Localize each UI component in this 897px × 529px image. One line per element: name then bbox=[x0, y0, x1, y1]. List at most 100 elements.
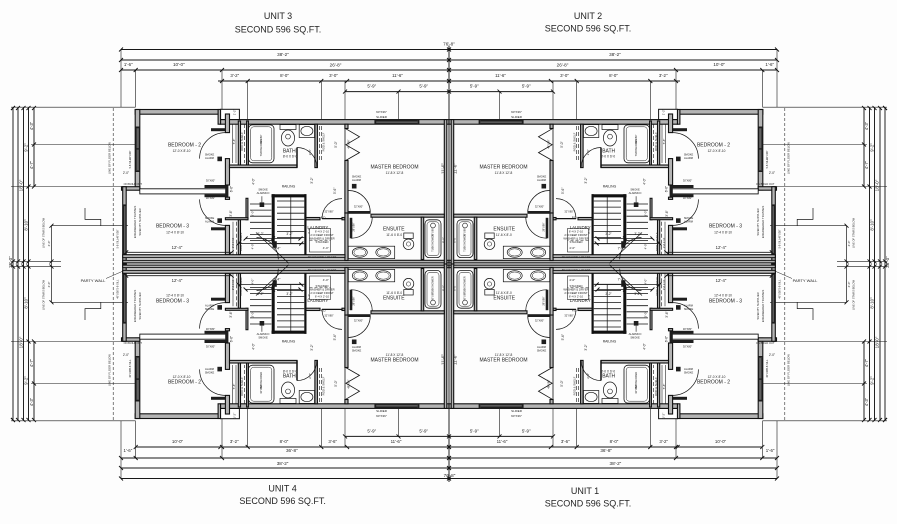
svg-text:10'-0": 10'-0" bbox=[713, 62, 725, 67]
svg-text:TUB/SHOWER: TUB/SHOWER bbox=[634, 372, 638, 390]
svg-text:2'-0": 2'-0" bbox=[769, 171, 775, 175]
svg-text:3'-2": 3'-2" bbox=[659, 73, 668, 78]
svg-text:3'-6": 3'-6" bbox=[328, 439, 337, 444]
svg-text:4'-7": 4'-7" bbox=[29, 160, 34, 169]
svg-text:11'-8 X 12'-8: 11'-8 X 12'-8 bbox=[386, 353, 404, 357]
svg-text:SLIDER: SLIDER bbox=[376, 115, 388, 119]
svg-text:1'-6": 1'-6" bbox=[124, 448, 133, 453]
svg-text:40"X36": 40"X36" bbox=[778, 229, 782, 238]
svg-text:30"X60": 30"X60" bbox=[430, 227, 434, 236]
svg-text:12'-4 X 8'-10: 12'-4 X 8'-10 bbox=[166, 230, 184, 234]
svg-text:38'-2": 38'-2" bbox=[610, 461, 622, 466]
svg-text:LINE OF STAIRS BELOW: LINE OF STAIRS BELOW bbox=[42, 217, 46, 248]
svg-text:SMOKE: SMOKE bbox=[205, 152, 215, 156]
svg-text:LAUNDRY: LAUNDRY bbox=[570, 298, 591, 303]
svg-text:SMOKE: SMOKE bbox=[537, 175, 547, 179]
svg-text:3'-2": 3'-2" bbox=[584, 177, 588, 183]
svg-text:36'-8": 36'-8" bbox=[600, 448, 612, 453]
svg-text:LINE OF FLOOR BELOW: LINE OF FLOOR BELOW bbox=[108, 142, 112, 175]
svg-text:8'-0": 8'-0" bbox=[453, 237, 457, 243]
svg-text:5-8 SILL: 5-8 SILL bbox=[765, 158, 769, 168]
svg-text:8'-10": 8'-10" bbox=[870, 297, 875, 309]
svg-text:12'-0 X 8'-10: 12'-0 X 8'-10 bbox=[173, 149, 191, 153]
svg-text:11'-0": 11'-0" bbox=[453, 163, 458, 174]
svg-text:30"X80": 30"X80" bbox=[206, 179, 215, 183]
svg-text:5'-0": 5'-0" bbox=[334, 380, 338, 386]
svg-text:ENSUITE: ENSUITE bbox=[383, 296, 405, 302]
svg-text:ALARM: ALARM bbox=[352, 345, 361, 349]
svg-text:LINE OF STAIRS BELOW: LINE OF STAIRS BELOW bbox=[852, 279, 856, 310]
svg-text:LINE OF STAIRS BELOW: LINE OF STAIRS BELOW bbox=[852, 217, 856, 248]
svg-text:30"X60": 30"X60" bbox=[259, 384, 263, 393]
svg-text:3'-6": 3'-6" bbox=[229, 210, 233, 216]
svg-text:30"X80": 30"X80" bbox=[683, 179, 692, 183]
svg-text:SECOND 596 SQ.FT.: SECOND 596 SQ.FT. bbox=[545, 24, 632, 34]
svg-text:40"X36": 40"X36" bbox=[765, 368, 769, 377]
svg-text:11'-0": 11'-0" bbox=[453, 354, 458, 365]
svg-text:11'-8 X 12'-8: 11'-8 X 12'-8 bbox=[386, 171, 404, 175]
svg-text:30"X80": 30"X80" bbox=[206, 196, 215, 200]
svg-text:8'-0 X 6'-0: 8'-0 X 6'-0 bbox=[601, 155, 616, 159]
svg-text:SMOKE: SMOKE bbox=[537, 349, 547, 353]
svg-text:ON BUILD OUT: ON BUILD OUT bbox=[756, 341, 775, 345]
svg-text:12'-4": 12'-4" bbox=[716, 245, 727, 250]
svg-text:MASTER BEDROOM: MASTER BEDROOM bbox=[479, 358, 527, 364]
svg-text:6'-6": 6'-6" bbox=[665, 336, 669, 342]
svg-text:4'-0": 4'-0" bbox=[569, 246, 575, 250]
svg-text:ALARM: ALARM bbox=[684, 367, 693, 371]
svg-text:36'-8": 36'-8" bbox=[286, 448, 298, 453]
svg-text:ROD & SHELF: ROD & SHELF bbox=[654, 377, 658, 396]
svg-text:ALARM: ALARM bbox=[684, 304, 693, 308]
svg-text:ENGINEERED TRUSSES: ENGINEERED TRUSSES bbox=[761, 206, 765, 239]
svg-text:STACKED: STACKED bbox=[569, 240, 582, 244]
svg-text:1'-2": 1'-2" bbox=[662, 413, 666, 419]
svg-text:60"X36": 60"X36" bbox=[376, 414, 387, 418]
svg-text:5'-8": 5'-8" bbox=[232, 384, 236, 390]
svg-text:SIZED BY SUPPLIER: SIZED BY SUPPLIER bbox=[756, 292, 760, 319]
svg-text:3'-2": 3'-2" bbox=[584, 344, 588, 350]
svg-text:2'-6": 2'-6" bbox=[586, 149, 590, 155]
svg-text:ALARM: ALARM bbox=[537, 345, 546, 349]
svg-text:10'-0": 10'-0" bbox=[715, 439, 727, 444]
svg-text:3'-2": 3'-2" bbox=[310, 177, 314, 183]
svg-text:MASTER BEDROOM: MASTER BEDROOM bbox=[370, 358, 418, 364]
svg-text:6'-6": 6'-6" bbox=[665, 186, 669, 192]
svg-text:RAILING: RAILING bbox=[282, 340, 296, 344]
svg-text:40"X36": 40"X36" bbox=[115, 229, 119, 238]
svg-text:3'-2": 3'-2" bbox=[605, 232, 611, 236]
svg-text:4'-7": 4'-7" bbox=[864, 358, 869, 367]
svg-text:ROD & SHELF: ROD & SHELF bbox=[240, 377, 244, 396]
svg-text:28"X80": 28"X80" bbox=[352, 222, 356, 231]
svg-text:40"X36": 40"X36" bbox=[765, 150, 769, 159]
svg-text:PARTY WALL: PARTY WALL bbox=[793, 278, 819, 283]
svg-text:5'-9": 5'-9" bbox=[419, 84, 428, 89]
svg-text:30"X80": 30"X80" bbox=[683, 327, 692, 331]
svg-text:BATH: BATH bbox=[602, 148, 615, 154]
svg-text:2'-0 DEEP FRONT: 2'-0 DEEP FRONT bbox=[310, 233, 334, 237]
svg-text:40"X36": 40"X36" bbox=[778, 289, 782, 298]
svg-text:30"X60": 30"X60" bbox=[430, 291, 434, 300]
svg-text:7'-4": 7'-4" bbox=[618, 247, 626, 251]
svg-text:BEDROOM - 2: BEDROOM - 2 bbox=[697, 143, 730, 149]
svg-text:2'-6 X 10: 2'-6 X 10 bbox=[662, 237, 666, 248]
svg-text:3'-4": 3'-4" bbox=[307, 294, 311, 300]
svg-text:SMOKE: SMOKE bbox=[258, 188, 268, 192]
svg-text:38'-2": 38'-2" bbox=[609, 52, 621, 57]
svg-text:SLIDER: SLIDER bbox=[376, 409, 388, 413]
svg-text:ALARMCO: ALARMCO bbox=[257, 191, 270, 195]
svg-text:30"X80": 30"X80" bbox=[683, 196, 692, 200]
svg-text:ENSUITE: ENSUITE bbox=[383, 226, 405, 232]
svg-text:4'-0": 4'-0" bbox=[323, 246, 329, 250]
svg-text:11'-6": 11'-6" bbox=[392, 73, 403, 78]
svg-text:3'-4": 3'-4" bbox=[587, 294, 591, 300]
svg-text:SMOKE: SMOKE bbox=[352, 175, 362, 179]
svg-text:30"X60": 30"X60" bbox=[463, 227, 467, 236]
svg-text:30"X60": 30"X60" bbox=[259, 134, 263, 143]
svg-text:BEDROOM - 2: BEDROOM - 2 bbox=[697, 380, 730, 386]
svg-text:SMOKE: SMOKE bbox=[684, 152, 694, 156]
svg-text:SMOKE: SMOKE bbox=[258, 336, 268, 340]
svg-text:ROD & SHELF: ROD & SHELF bbox=[239, 232, 243, 251]
svg-text:12'-4": 12'-4" bbox=[716, 278, 727, 283]
svg-text:5'-9": 5'-9" bbox=[522, 84, 531, 89]
svg-text:11'-8 X 12'-8: 11'-8 X 12'-8 bbox=[495, 353, 513, 357]
